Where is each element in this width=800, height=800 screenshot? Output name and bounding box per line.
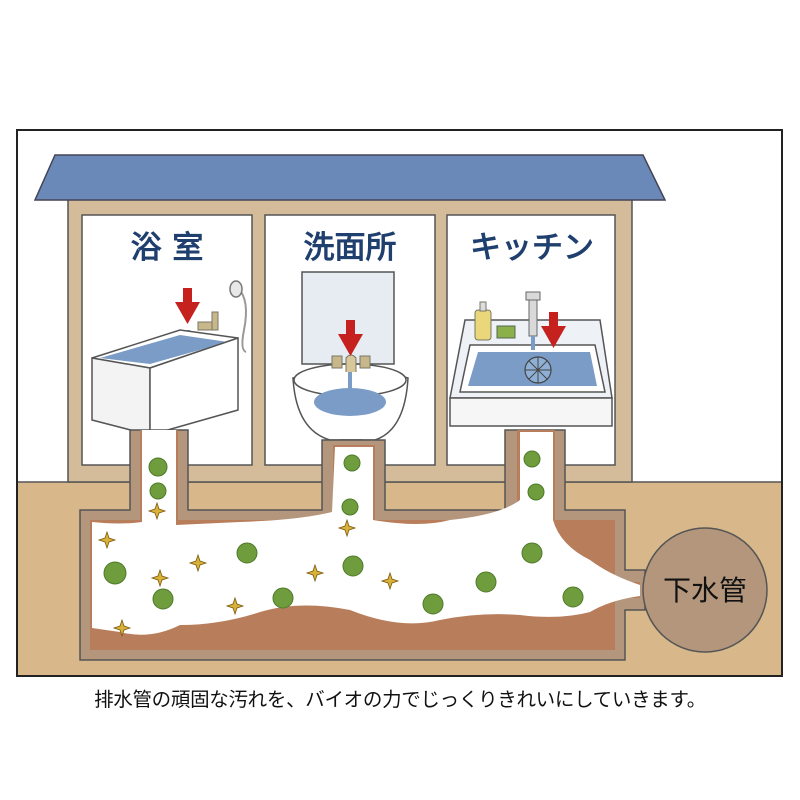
microbe-icon [152,588,174,610]
sparkle-icon [112,618,132,638]
sparkle-icon [380,571,400,591]
bathtub [91,280,247,436]
microbe-icon [475,571,497,593]
caption: 排水管の頑固な汚れを、バイオの力でじっくりきれいにしていきます。 [94,688,706,711]
room-label-kitchen: キッチン [470,230,594,266]
kitchen-sink [449,291,613,427]
microbe-icon [523,450,541,468]
roof [33,154,667,201]
microbe-icon [236,542,258,564]
microbe-icon [422,593,444,615]
sparkle-icon [97,530,117,550]
sparkle-icon [147,501,167,521]
microbe-icon [343,454,361,472]
microbe-icon [272,587,294,609]
microbe-icon [527,483,545,501]
drain-pipe [79,429,646,661]
microbe-icon [103,561,127,585]
sparkle-icon [225,596,245,616]
microbe-icon [341,498,359,516]
microbe-icon [148,457,168,477]
microbe-icon [521,542,543,564]
room-label-bathroom: 浴 室 [131,230,204,266]
microbe-icon [562,586,584,608]
microbe-icon [342,555,364,577]
microbe-icon [149,482,167,500]
sewer-label: 下水管 [663,574,747,607]
sewer-pipe [642,527,768,653]
down-arrow-icon [338,320,363,356]
down-arrow-icon [175,288,200,324]
down-arrow-icon [541,312,566,348]
room-label-washroom: 洗面所 [304,230,397,266]
sparkle-icon [305,563,325,583]
sparkle-icon [150,568,170,588]
sparkle-icon [337,518,357,538]
sparkle-icon [188,553,208,573]
